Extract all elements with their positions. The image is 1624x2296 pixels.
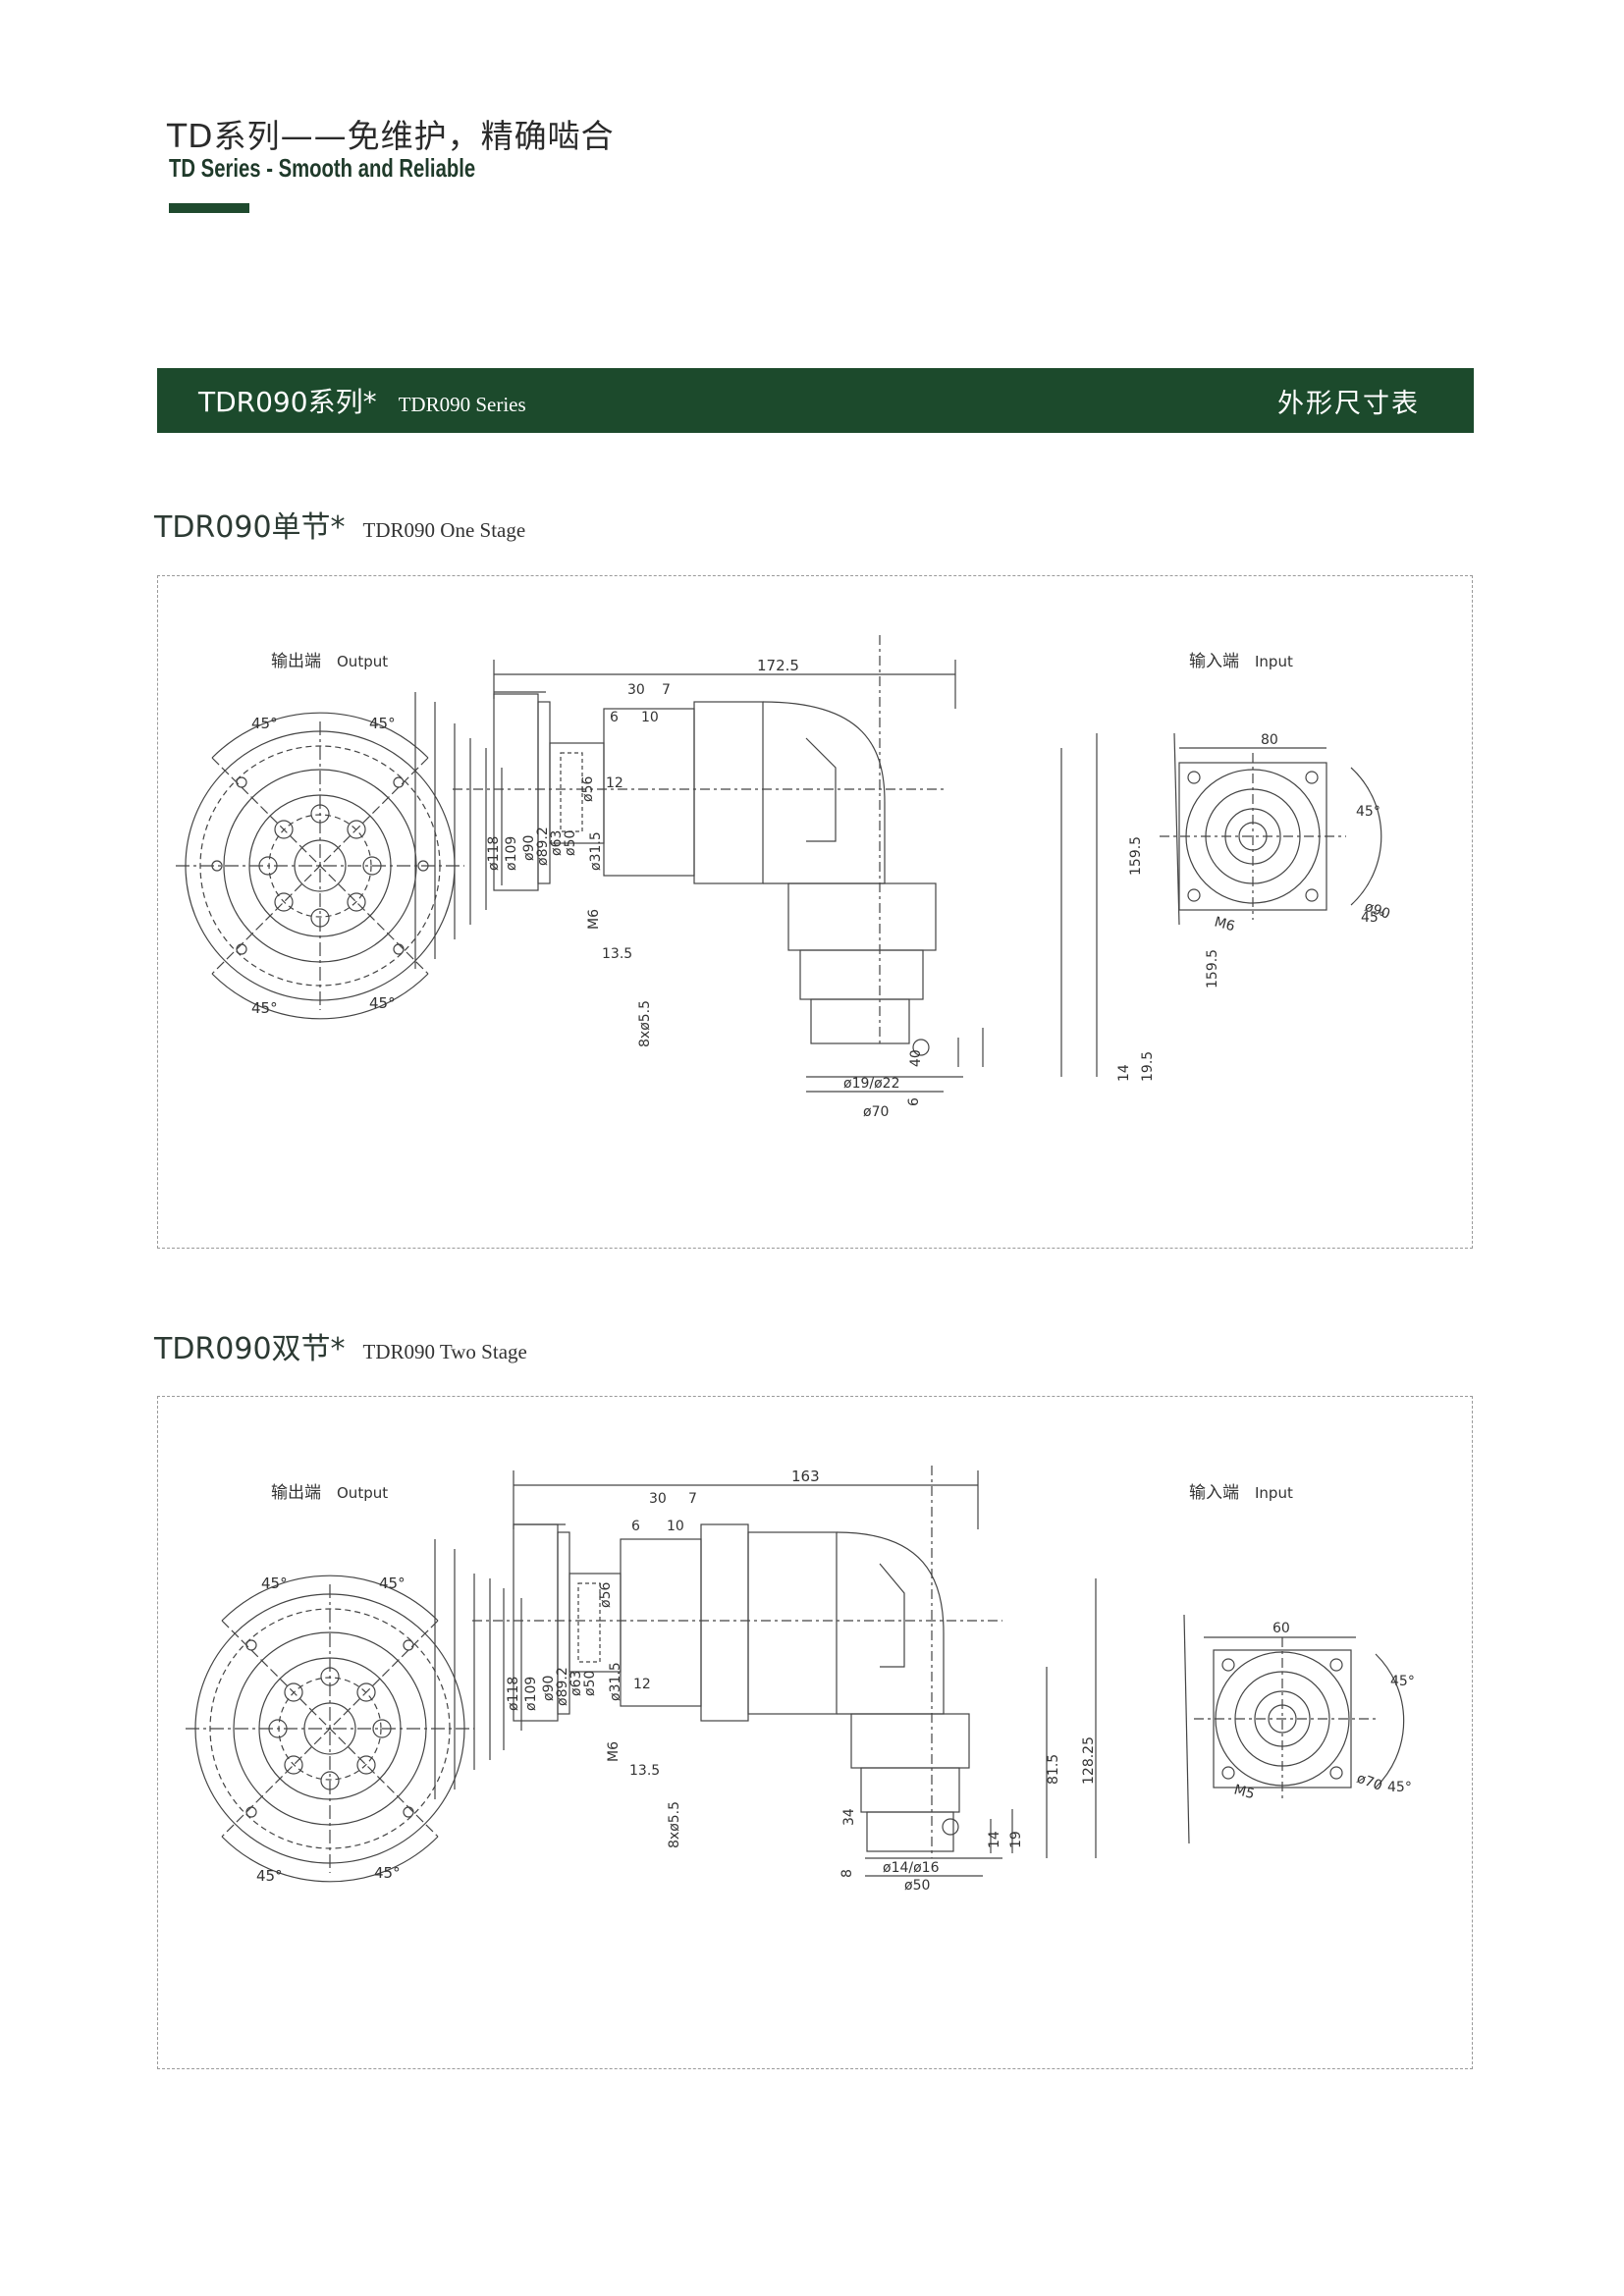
- one-stage-dim-dia109: ø109: [504, 836, 519, 871]
- two-stage-input-angle-bottom: 45°: [1387, 1780, 1412, 1795]
- two-stage-dim-12: 12: [633, 1677, 651, 1692]
- two-stage-dim-dia50: ø50: [582, 1671, 598, 1696]
- one-stage-dim-6: 6: [610, 710, 619, 725]
- page-title: TD系列——免维护，精确啮合: [167, 117, 615, 155]
- one-stage-input-width: 80: [1261, 732, 1278, 748]
- two-stage-dim-dia31-5: ø31.5: [608, 1662, 623, 1701]
- banner-series-cn: TDR090系列*: [198, 386, 377, 418]
- two-stage-dim-dia118: ø118: [506, 1677, 521, 1711]
- one-stage-dim-dia56: ø56: [580, 776, 596, 802]
- banner-dimension-label: 外形尺寸表: [1277, 388, 1420, 419]
- one-stage-dim-19-5: 19.5: [1140, 1051, 1156, 1082]
- one-stage-input-thread: M6: [1213, 914, 1237, 934]
- section-title-one-stage: TDR090单节* TDR090 One Stage: [154, 503, 525, 546]
- one-stage-title-cn: TDR090单节*: [154, 510, 346, 545]
- two-stage-input-label-en: Input: [1255, 1484, 1293, 1502]
- one-stage-dim-14: 14: [1116, 1064, 1132, 1082]
- one-stage-dim-7: 7: [662, 682, 671, 698]
- title-accent-bar: [169, 203, 249, 213]
- two-stage-angle-br: 45°: [374, 1864, 401, 1882]
- two-stage-side-view: [434, 1466, 1097, 1877]
- one-stage-dim-m6: M6: [586, 909, 602, 930]
- one-stage-angle-tr: 45°: [369, 715, 396, 732]
- one-stage-dim-6b: 6: [906, 1097, 922, 1106]
- two-stage-dim-14: 14: [987, 1831, 1002, 1848]
- one-stage-angle-bl: 45°: [251, 999, 278, 1017]
- one-stage-drawing: 输出端 Output 输入端 Input 45° 45° 45° 45° 172…: [176, 635, 1392, 1120]
- one-stage-dim-dia118: ø118: [486, 836, 502, 871]
- two-stage-angle-tr: 45°: [379, 1575, 406, 1592]
- two-stage-angle-tl: 45°: [261, 1575, 288, 1592]
- page-subtitle: TD Series - Smooth and Reliable: [169, 153, 476, 183]
- two-stage-drawing: 输出端 Output 输入端 Input 45° 45° 45° 45° 163…: [186, 1466, 1415, 1894]
- one-stage-dim-dia50: ø50: [563, 830, 578, 856]
- one-stage-dim-159-5a: 159.5: [1128, 836, 1144, 876]
- two-stage-input-view: [1183, 1614, 1405, 1844]
- one-stage-angle-br: 45°: [369, 994, 396, 1012]
- one-stage-input-view: [1160, 732, 1382, 926]
- two-stage-title-cn: TDR090双节*: [154, 1332, 346, 1366]
- one-stage-dim-holes: 8xø5.5: [637, 1000, 653, 1047]
- one-stage-input-label: 输入端: [1189, 652, 1239, 671]
- two-stage-dim-holes: 8xø5.5: [667, 1801, 682, 1848]
- two-stage-dim-dia50b: ø50: [904, 1878, 930, 1894]
- one-stage-dim-13-5: 13.5: [602, 946, 632, 962]
- one-stage-dim-shaft: ø19/ø22: [843, 1076, 899, 1092]
- two-stage-dim-30: 30: [649, 1491, 667, 1507]
- two-stage-dim-128-25: 128.25: [1081, 1736, 1097, 1785]
- one-stage-input-label-en: Input: [1255, 653, 1293, 670]
- one-stage-dim-40: 40: [908, 1049, 924, 1067]
- one-stage-dim-dia63: ø63: [549, 830, 565, 856]
- one-stage-drawing-frame: 输出端 Output 输入端 Input 45° 45° 45° 45° 172…: [157, 575, 1473, 1249]
- one-stage-dim-dia31-5: ø31.5: [588, 831, 604, 871]
- two-stage-title-en: TDR090 Two Stage: [362, 1340, 527, 1363]
- banner-series-en: TDR090 Series: [398, 392, 526, 416]
- two-stage-output-label-en: Output: [337, 1484, 388, 1502]
- one-stage-dim-overall: 172.5: [757, 657, 799, 674]
- one-stage-dim-159-5b: 159.5: [1205, 949, 1220, 988]
- two-stage-dim-dia56: ø56: [598, 1582, 614, 1608]
- one-stage-output-view: [176, 712, 464, 1020]
- two-stage-dim-overall: 163: [791, 1468, 820, 1485]
- one-stage-dim-dia90: ø90: [521, 835, 537, 861]
- one-stage-dim-30: 30: [627, 682, 645, 698]
- two-stage-dim-shaft: ø14/ø16: [883, 1860, 940, 1876]
- two-stage-output-label: 输出端: [271, 1483, 321, 1503]
- two-stage-input-label: 输入端: [1189, 1483, 1239, 1503]
- section-title-two-stage: TDR090双节* TDR090 Two Stage: [154, 1324, 527, 1367]
- two-stage-drawing-frame: 输出端 Output 输入端 Input 45° 45° 45° 45° 163…: [157, 1396, 1473, 2069]
- one-stage-title-en: TDR090 One Stage: [362, 518, 526, 542]
- one-stage-dim-10: 10: [641, 710, 659, 725]
- series-banner: TDR090系列* TDR090 Series 外形尺寸表: [157, 368, 1474, 433]
- two-stage-dim-7: 7: [688, 1491, 697, 1507]
- two-stage-dim-10: 10: [667, 1519, 684, 1534]
- two-stage-dim-6: 6: [631, 1519, 640, 1534]
- two-stage-input-pcd: ø70: [1355, 1771, 1384, 1794]
- two-stage-dim-8: 8: [839, 1869, 855, 1878]
- two-stage-angle-bl: 45°: [256, 1867, 283, 1885]
- two-stage-input-width: 60: [1272, 1621, 1290, 1636]
- one-stage-side-view: [414, 635, 1098, 1093]
- one-stage-dim-dia89-2: ø89.2: [535, 827, 551, 866]
- one-stage-dim-12: 12: [606, 775, 623, 791]
- two-stage-dim-dia90: ø90: [541, 1676, 557, 1701]
- one-stage-input-angle-top: 45°: [1356, 804, 1380, 820]
- two-stage-dim-dia63: ø63: [568, 1671, 584, 1696]
- two-stage-dim-dia89-2: ø89.2: [555, 1667, 570, 1706]
- two-stage-input-thread: M5: [1232, 1782, 1256, 1802]
- one-stage-output-label: 输出端: [271, 652, 321, 671]
- two-stage-dim-19: 19: [1008, 1831, 1024, 1848]
- one-stage-input-angle-bottom: 45°: [1361, 910, 1385, 926]
- two-stage-input-angle-top: 45°: [1390, 1674, 1415, 1689]
- two-stage-dim-13-5: 13.5: [629, 1763, 660, 1779]
- two-stage-dim-81-5: 81.5: [1046, 1754, 1061, 1785]
- one-stage-output-label-en: Output: [337, 653, 388, 670]
- two-stage-dim-dia109: ø109: [523, 1677, 539, 1711]
- one-stage-dim-dia70: ø70: [863, 1104, 889, 1120]
- two-stage-output-view: [186, 1575, 474, 1883]
- two-stage-dim-m6: M6: [606, 1741, 622, 1762]
- two-stage-dim-34: 34: [841, 1808, 857, 1826]
- one-stage-angle-tl: 45°: [251, 715, 278, 732]
